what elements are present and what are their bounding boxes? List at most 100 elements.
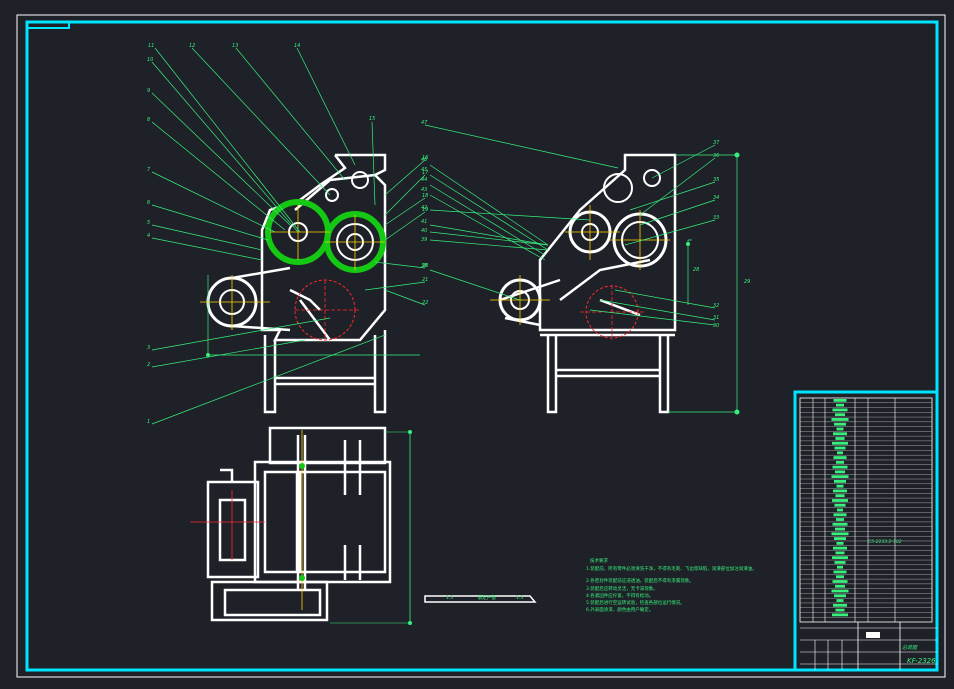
side-leaders [424,124,740,415]
scale-right: 1:5 [516,596,524,601]
callout: 32 [713,303,720,309]
callout: 21 [422,277,429,283]
callout: 35 [713,177,720,183]
callout: 31 [713,315,720,321]
callout: 45 [421,167,428,173]
callout: 43 [421,187,428,193]
parts-row-name [834,446,846,450]
callout: 39 [421,237,428,243]
parts-row-name [833,456,847,459]
corner-tab [26,21,70,29]
callout: 3 [147,345,151,351]
parts-row-name [831,418,849,421]
callout: 1 [147,419,151,425]
parts-row-name [833,546,847,550]
note-item: 3.装配后应转动灵活，无卡滞现象。 [586,587,658,592]
scale-mid: 额定产量 [478,596,496,601]
callout: 9 [147,88,151,94]
part-code: C5-2233.2-702 [868,540,902,545]
parts-row-name [834,594,846,598]
parts-row-name [835,608,845,612]
parts-row-name [836,460,844,464]
callout: 28 [693,267,700,273]
note-item: 4.各紧固件应拧紧，不得有松动。 [586,594,654,599]
parts-row-name [837,565,843,569]
note-item: 5.装配后进行空运转试验，检查各部位运行情况。 [586,601,685,606]
callout: 47 [421,120,428,126]
callout: 19 [422,207,429,213]
parts-row-name [831,475,849,479]
callout: 16 [422,155,429,161]
outer-frame [16,14,946,678]
parts-row-name [831,589,849,593]
parts-row-name [835,437,845,440]
parts-row-name [835,413,845,417]
parts-row-name [833,432,847,436]
callout: 37 [713,140,720,146]
callout: 10 [147,57,154,63]
note-item: 2.各密封件装配前应浸透油，装配后不得有渗漏现象。 [586,579,694,584]
callout: 30 [713,323,720,329]
parts-list-rows [800,399,932,618]
parts-row-name [832,580,848,583]
callout: 17 [422,170,429,176]
callout: 7 [147,167,151,173]
parts-row-name [833,570,847,574]
callout: 15 [369,116,376,122]
parts-row-name [836,484,844,488]
note-item: 1.装配前，所有零件必须清洗干净，不得有毛刺、飞边等缺陷，润滑部位加注润滑油。 [586,567,757,572]
parts-row-name [833,513,847,517]
parts-row-name [835,494,845,498]
callout: 18 [422,193,429,199]
callout: 13 [232,43,239,49]
callout: 12 [189,43,196,49]
parts-row-name [832,465,848,469]
side-view [538,153,677,414]
drawing-name: 总装图 [902,645,918,651]
parts-row-name [837,451,843,455]
callout: 22 [422,300,429,306]
parts-row-name [832,613,848,617]
notes-heading: 技术要求 [590,559,608,564]
parts-row-name [836,403,844,407]
callout: 38 [421,263,428,269]
parts-row-name [835,470,845,474]
callout: 29 [744,279,751,285]
scale-left: 1:5 [446,596,454,601]
parts-row-name [836,518,844,521]
callout: 14 [294,43,301,49]
callout: 41 [421,219,428,225]
drawing-number: KF-2326 [907,657,936,665]
parts-row-name [834,503,846,507]
parts-row-name [832,556,848,560]
plan-view [206,426,392,622]
parts-row-name [833,489,847,493]
parts-row-name [834,480,846,483]
callout: 11 [148,43,155,49]
callout: 8 [147,117,151,123]
side-pulleys [490,169,670,340]
callout: 34 [713,195,720,201]
callout: 20 [422,263,429,269]
callout: 46 [421,157,428,163]
callout: 5 [147,220,151,226]
callout: 44 [421,177,428,183]
callout: 42 [421,205,428,211]
title-block [793,390,939,672]
callout: 33 [713,215,720,221]
callout: 36 [713,153,720,159]
parts-row-name [835,527,845,531]
callout: 6 [147,200,151,206]
parts-row-name [831,532,849,536]
parts-row-name [832,441,848,445]
parts-row-name [836,427,844,431]
front-pulleys [200,171,386,341]
callout: 4 [147,233,151,239]
scale-bar-graphic [424,595,537,603]
parts-row-name [835,584,845,588]
parts-row-name [834,422,846,426]
parts-row-name [832,408,848,412]
parts-row-name [836,541,844,545]
note-item: 6.外表面涂漆，颜色由用户确定。 [586,608,654,613]
